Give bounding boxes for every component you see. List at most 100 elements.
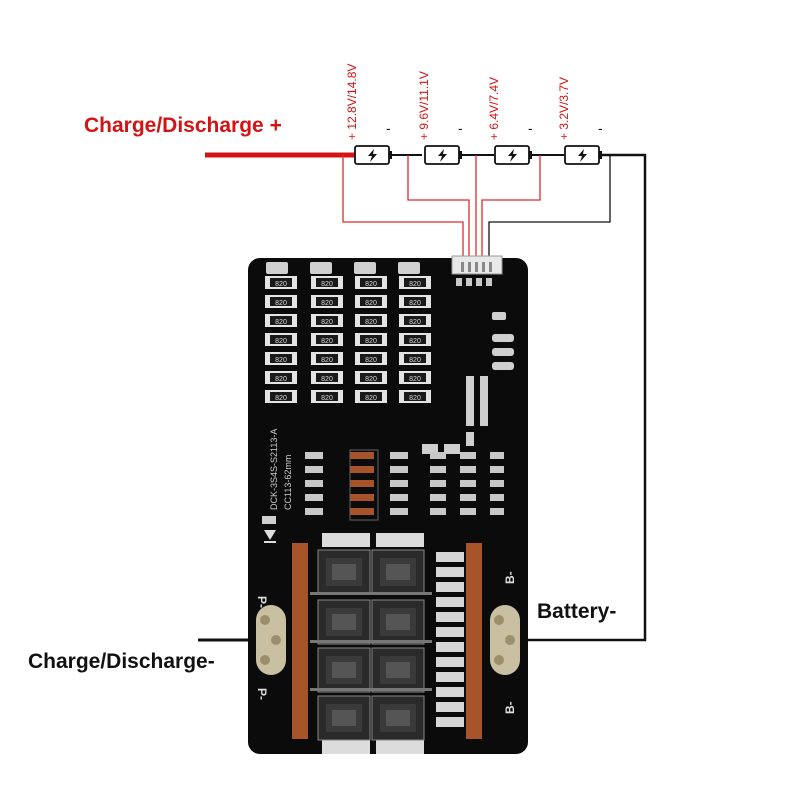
smd-component xyxy=(390,480,408,487)
resistor: 820 xyxy=(311,295,343,308)
resistor: 820 xyxy=(355,390,387,403)
smd-component xyxy=(350,452,374,459)
resistor-code: 820 xyxy=(321,319,333,326)
resistor: 820 xyxy=(355,314,387,327)
resistor: 820 xyxy=(311,371,343,384)
battery-negative-label: Battery- xyxy=(537,600,617,623)
mosfet xyxy=(317,647,371,693)
smd-component xyxy=(350,508,374,515)
top-leds xyxy=(266,262,420,274)
resistor: 820 xyxy=(355,352,387,365)
diode xyxy=(436,657,464,667)
ic-outline xyxy=(349,449,379,521)
smd-component xyxy=(460,452,476,459)
resistor-code: 820 xyxy=(275,338,287,345)
pad-b xyxy=(490,605,520,675)
smd-component xyxy=(390,508,408,515)
copper-bar-left xyxy=(292,543,308,739)
smd-component xyxy=(490,480,504,487)
mosfet xyxy=(371,647,425,693)
resistor: 820 xyxy=(265,371,297,384)
resistor: 820 xyxy=(399,352,431,365)
charge-negative-label: Charge/Discharge- xyxy=(28,650,215,673)
resistor-code: 820 xyxy=(365,338,377,345)
resistor: 820 xyxy=(399,390,431,403)
smd-component xyxy=(460,494,476,501)
resistor-code: 820 xyxy=(275,300,287,307)
smd-component xyxy=(490,466,504,473)
resistor: 820 xyxy=(311,276,343,289)
diode-symbol-icon xyxy=(264,530,276,543)
smd-component xyxy=(460,508,476,515)
resistor-code: 820 xyxy=(409,338,421,345)
smd-component xyxy=(305,494,323,501)
battery-cell-icon xyxy=(494,145,532,165)
smd-component xyxy=(460,480,476,487)
resistor-code: 820 xyxy=(275,319,287,326)
copper-bar-right xyxy=(466,543,482,739)
resistor: 820 xyxy=(265,352,297,365)
diode xyxy=(436,672,464,682)
smd-component xyxy=(390,494,408,501)
diode xyxy=(436,642,464,652)
resistor-code: 820 xyxy=(275,357,287,364)
resistor-code: 820 xyxy=(275,376,287,383)
resistor: 820 xyxy=(399,333,431,346)
resistor-code: 820 xyxy=(321,357,333,364)
pad-p-bottom-label: P- xyxy=(255,688,269,700)
cell-voltage-label-4: + 3.2V/3.7V xyxy=(557,76,571,140)
resistor-code: 820 xyxy=(409,357,421,364)
mosfet-array xyxy=(310,549,432,741)
side-components xyxy=(422,312,514,454)
charge-positive-label: Charge/Discharge + xyxy=(84,114,282,137)
balance-wires xyxy=(342,155,611,258)
battery-cell-icon xyxy=(354,145,392,165)
resistor: 820 xyxy=(311,390,343,403)
smd-component xyxy=(390,452,408,459)
diode xyxy=(436,582,464,592)
pad-p xyxy=(256,605,286,675)
smd-component xyxy=(305,480,323,487)
resistor: 820 xyxy=(355,371,387,384)
smd-component xyxy=(390,466,408,473)
resistor-code: 820 xyxy=(321,395,333,402)
resistor-code: 820 xyxy=(365,281,377,288)
cell-minus-label-1: - xyxy=(386,120,391,136)
smd-component xyxy=(430,480,446,487)
battery-negative-wire xyxy=(520,153,647,642)
resistor-code: 820 xyxy=(321,281,333,288)
battery-cell-icon xyxy=(564,145,602,165)
smd-component xyxy=(490,508,504,515)
resistor-code: 820 xyxy=(321,300,333,307)
resistor: 820 xyxy=(311,352,343,365)
resistor-code: 820 xyxy=(275,281,287,288)
cell-minus-label-4: - xyxy=(598,120,603,136)
battery-cell-icon xyxy=(424,145,462,165)
resistor-code: 820 xyxy=(409,395,421,402)
mosfet xyxy=(317,549,371,595)
mosfet xyxy=(371,549,425,595)
smd-component xyxy=(490,452,504,459)
diode xyxy=(436,702,464,712)
smd-component xyxy=(350,466,374,473)
cell-voltage-label-3: + 6.4V/7.4V xyxy=(487,76,501,140)
resistor: 820 xyxy=(265,390,297,403)
pad-b-bottom-label: B- xyxy=(503,701,517,714)
resistor: 820 xyxy=(265,333,297,346)
mosfet xyxy=(317,695,371,741)
resistor-code: 820 xyxy=(365,319,377,326)
smd-component xyxy=(430,452,446,459)
resistor: 820 xyxy=(399,371,431,384)
diode xyxy=(436,627,464,637)
mosfet xyxy=(371,599,425,645)
silkscreen-size: CC113-62mm xyxy=(283,455,293,510)
resistor-code: 820 xyxy=(365,376,377,383)
diode xyxy=(436,567,464,577)
diode xyxy=(436,687,464,697)
resistor-code: 820 xyxy=(365,300,377,307)
smd-component xyxy=(430,494,446,501)
mosfet xyxy=(317,599,371,645)
smd-component xyxy=(430,466,446,473)
diode xyxy=(436,597,464,607)
